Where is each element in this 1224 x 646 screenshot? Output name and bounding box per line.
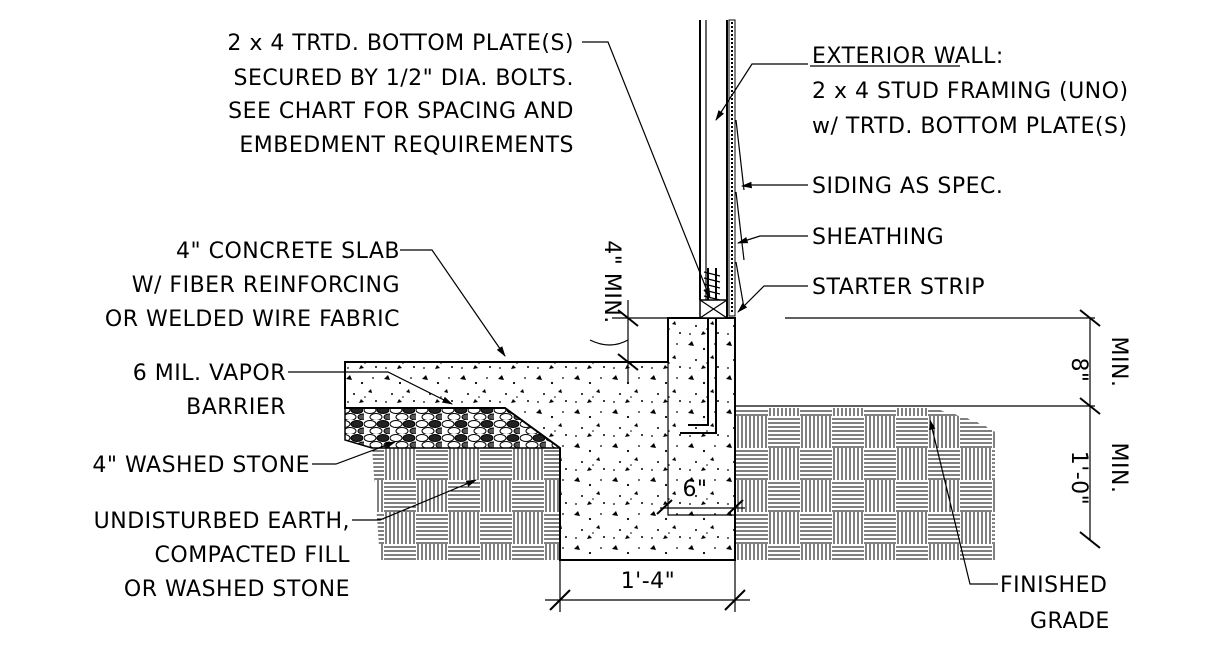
earth-line-3: OR WASHED STONE	[124, 577, 350, 602]
dim-footing	[545, 560, 750, 612]
exterior-wall-line-2: 2 x 4 STUD FRAMING (UNO)	[812, 79, 1129, 104]
bottom-plate-line-2: SECURED BY 1/2" DIA. BOLTS.	[233, 66, 574, 91]
slab-line-3: OR WELDED WIRE FABRIC	[105, 307, 400, 332]
dim-curb-min: 4" MIN.	[599, 240, 624, 324]
earth-line-2: COMPACTED FILL	[155, 543, 351, 568]
vapor-barrier-line-2: BARRIER	[186, 395, 286, 420]
slab-line-1: 4" CONCRETE SLAB	[176, 239, 400, 264]
bottom-plate-line-4: EMBEDMENT REQUIREMENTS	[239, 133, 574, 158]
earth-note: UNDISTURBED EARTH, COMPACTED FILL OR WAS…	[94, 509, 351, 602]
slab-note: 4" CONCRETE SLAB W/ FIBER REINFORCING OR…	[105, 239, 400, 332]
dim-below-grade-value: 1'-0"	[1066, 451, 1091, 506]
washed-stone-label: 4" WASHED STONE	[92, 453, 310, 478]
dim-stem	[656, 499, 745, 515]
vapor-barrier-line-1: 6 MIL. VAPOR	[133, 361, 286, 386]
bottom-plate-line-1: 2 x 4 TRTD. BOTTOM PLATE(S)	[227, 31, 574, 56]
dim-above-grade-value: 8"	[1066, 357, 1091, 382]
dim-above-grade-min: MIN.	[1106, 337, 1131, 388]
dim-stem-value: 6"	[682, 477, 707, 502]
exterior-wall	[699, 19, 745, 318]
dim-above-grade	[1079, 309, 1101, 549]
exterior-wall-note: EXTERIOR WALL: 2 x 4 STUD FRAMING (UNO) …	[812, 44, 1129, 139]
dim-curb	[589, 300, 668, 382]
dim-below-grade-min: MIN.	[1106, 443, 1131, 494]
exterior-wall-line-3: w/ TRTD. BOTTOM PLATE(S)	[812, 114, 1128, 139]
exterior-wall-line-1: EXTERIOR WALL:	[812, 44, 1004, 69]
slab-line-2: W/ FIBER REINFORCING	[132, 273, 400, 298]
earth-line-1: UNDISTURBED EARTH,	[94, 509, 350, 534]
finished-grade-note: FINISHED GRADE	[1000, 573, 1110, 634]
sheathing-label: SHEATHING	[812, 225, 944, 250]
starter-strip-label: STARTER STRIP	[812, 275, 985, 300]
dim-footing-value: 1'-4"	[621, 569, 676, 594]
siding-label: SIDING AS SPEC.	[812, 174, 1003, 199]
bottom-plate	[699, 299, 728, 319]
bottom-plate-line-3: SEE CHART FOR SPACING AND	[228, 99, 574, 124]
vapor-barrier-note: 6 MIL. VAPOR BARRIER	[133, 361, 286, 420]
bottom-plate-note: 2 x 4 TRTD. BOTTOM PLATE(S) SECURED BY 1…	[227, 31, 574, 158]
earth-fill	[372, 408, 995, 560]
finished-grade-line-1: FINISHED	[1000, 573, 1107, 598]
stem-wall-line	[667, 362, 735, 516]
finished-grade-line-2: GRADE	[1030, 609, 1110, 634]
leaders	[288, 41, 998, 585]
